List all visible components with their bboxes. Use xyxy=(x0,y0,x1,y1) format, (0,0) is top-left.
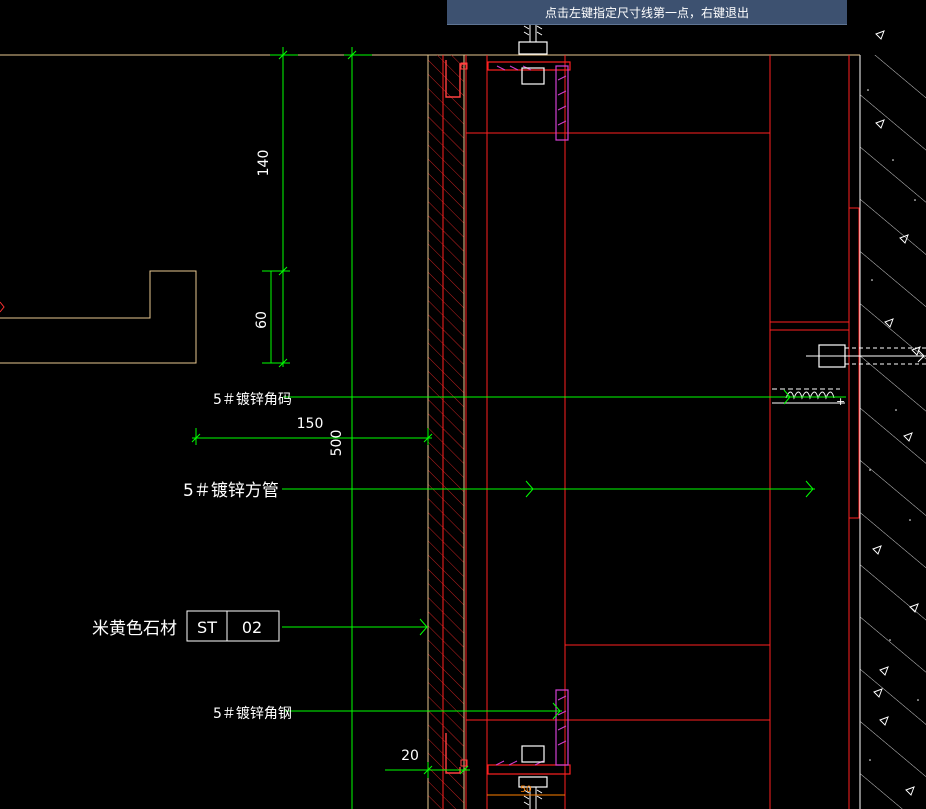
stone-panel xyxy=(427,55,465,809)
stone-profile-outline xyxy=(0,270,197,364)
dim-500-text: 500 xyxy=(329,430,345,457)
dim-140-text: 140 xyxy=(256,150,272,177)
label-angle-steel: 5＃镀锌角钢 xyxy=(213,705,292,722)
dim-60-text: 60 xyxy=(254,311,270,329)
svg-text:+: + xyxy=(836,395,845,408)
label-square-tube: 5＃镀锌方管 xyxy=(183,481,279,501)
material-tag-number: 02 xyxy=(242,618,262,637)
label-angle-clip: 5＃镀锌角码 xyxy=(213,391,292,408)
dim-150-text: 150 xyxy=(297,416,324,432)
steel-frame xyxy=(442,55,860,809)
top-clip-bracket xyxy=(445,19,571,141)
dimension-lines xyxy=(191,47,470,809)
dim-20-text: 20 xyxy=(401,748,419,764)
material-tag-code: ST xyxy=(197,618,217,637)
label-stone: 米黄色石材 xyxy=(92,619,177,639)
leader-lines xyxy=(282,389,846,720)
dim-50-text: 50 xyxy=(520,785,532,795)
concrete-wall xyxy=(859,30,926,809)
command-prompt-bar: 点击左键指定尺寸线第一点，右键退出 xyxy=(447,0,847,25)
break-marker xyxy=(0,301,5,313)
anchor-bolt: + xyxy=(772,344,926,408)
bottom-clip-bracket: 50 xyxy=(445,689,571,809)
material-tag: ST 02 xyxy=(186,610,280,642)
